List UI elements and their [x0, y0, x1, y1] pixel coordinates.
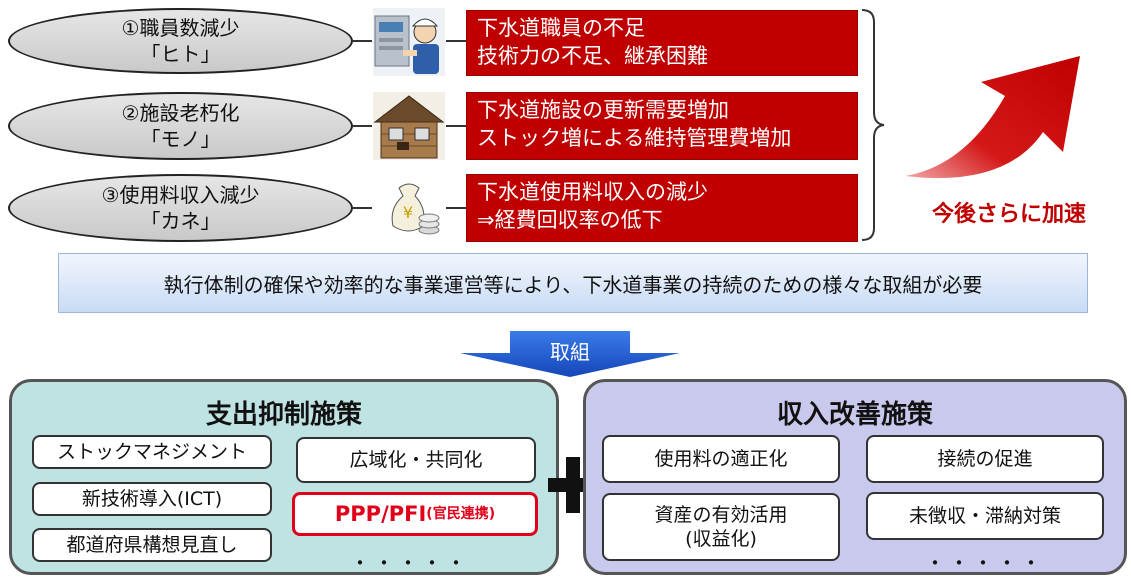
issue-detail-line: 下水道使用料収入の減少	[477, 180, 708, 204]
panel-title: 支出抑制施策	[205, 400, 362, 430]
issue-category: 「ヒト」	[140, 42, 221, 66]
measure-connection-promotion: 接続の促進	[866, 435, 1104, 483]
connector-line	[352, 207, 372, 209]
connector-line	[446, 40, 466, 42]
svg-text:¥: ¥	[403, 203, 413, 222]
connector-line	[446, 125, 466, 127]
more-measures-ellipsis: ・・・・・	[350, 551, 470, 575]
issue-detail-box: 下水道施設の更新需要増加 ストック増による維持管理費増加	[466, 92, 858, 160]
down-arrow	[460, 331, 680, 377]
issue-title: ①職員数減少	[121, 16, 240, 40]
issue-ellipse-mono: ②施設老朽化 「モノ」	[8, 92, 353, 160]
measure-asset-utilization: 資産の有効活用 (収益化)	[602, 493, 840, 561]
issue-ellipse-kane: ③使用料収入減少 「カネ」	[8, 174, 353, 242]
issue-detail-line: 技術力の不足、継承困難	[477, 44, 708, 68]
issue-category: 「モノ」	[140, 127, 221, 151]
summary-banner: 執行体制の確保や効率的な事業運営等により、下水道事業の持続のための様々な取組が必…	[58, 253, 1088, 313]
connector-line	[352, 125, 372, 127]
measure-fee-optimization: 使用料の適正化	[602, 435, 840, 483]
issue-detail-line: 下水道施設の更新需要増加	[477, 98, 729, 122]
measure-stock-management: ストックマネジメント	[32, 435, 272, 469]
old-house-icon	[373, 92, 445, 160]
issue-detail-line: 下水道職員の不足	[477, 16, 645, 40]
ppp-pfi-label: PPP/PFI	[334, 502, 427, 526]
issue-title: ②施設老朽化	[121, 101, 240, 125]
measure-unpaid-collection: 未徴収・滞納対策	[866, 492, 1104, 540]
right-brace	[861, 9, 885, 241]
summary-banner-text: 執行体制の確保や効率的な事業運営等により、下水道事業の持続のための様々な取組が必…	[163, 272, 983, 297]
arrow-label: 取組	[550, 340, 590, 364]
connector-line	[446, 207, 466, 209]
measure-regionalization: 広域化・共同化	[296, 437, 536, 483]
issue-ellipse-hito: ①職員数減少 「ヒト」	[8, 8, 353, 74]
measure-ppp-pfi: PPP/PFI(官民連携)	[292, 492, 538, 536]
connector-line	[352, 40, 372, 42]
measure-prefecture-plan-review: 都道府県構想見直し	[32, 528, 272, 562]
issue-detail-line: ストック増による維持管理費増加	[477, 126, 792, 150]
issue-detail-box: 下水道使用料収入の減少 ⇒経費回収率の低下	[466, 174, 858, 242]
more-measures-ellipsis: ・・・・・	[925, 551, 1045, 575]
panel-title: 収入改善施策	[776, 400, 933, 430]
asset-utilization-note: (収益化)	[685, 528, 757, 550]
money-bag-icon: ¥	[373, 174, 445, 242]
worker-icon	[373, 8, 445, 76]
issue-title: ③使用料収入減少	[101, 183, 260, 207]
issue-detail-box: 下水道職員の不足 技術力の不足、継承困難	[466, 10, 858, 76]
issue-detail-line: ⇒経費回収率の低下	[477, 208, 663, 232]
accelerate-label: 今後さらに加速	[932, 202, 1087, 227]
ppp-pfi-note: (官民連携)	[426, 506, 496, 522]
upward-trend-arrow-icon	[905, 56, 1080, 179]
issue-category: 「カネ」	[140, 209, 221, 233]
asset-utilization-label: 資産の有効活用	[654, 504, 788, 526]
measure-new-tech-ict: 新技術導入(ICT)	[32, 482, 272, 516]
